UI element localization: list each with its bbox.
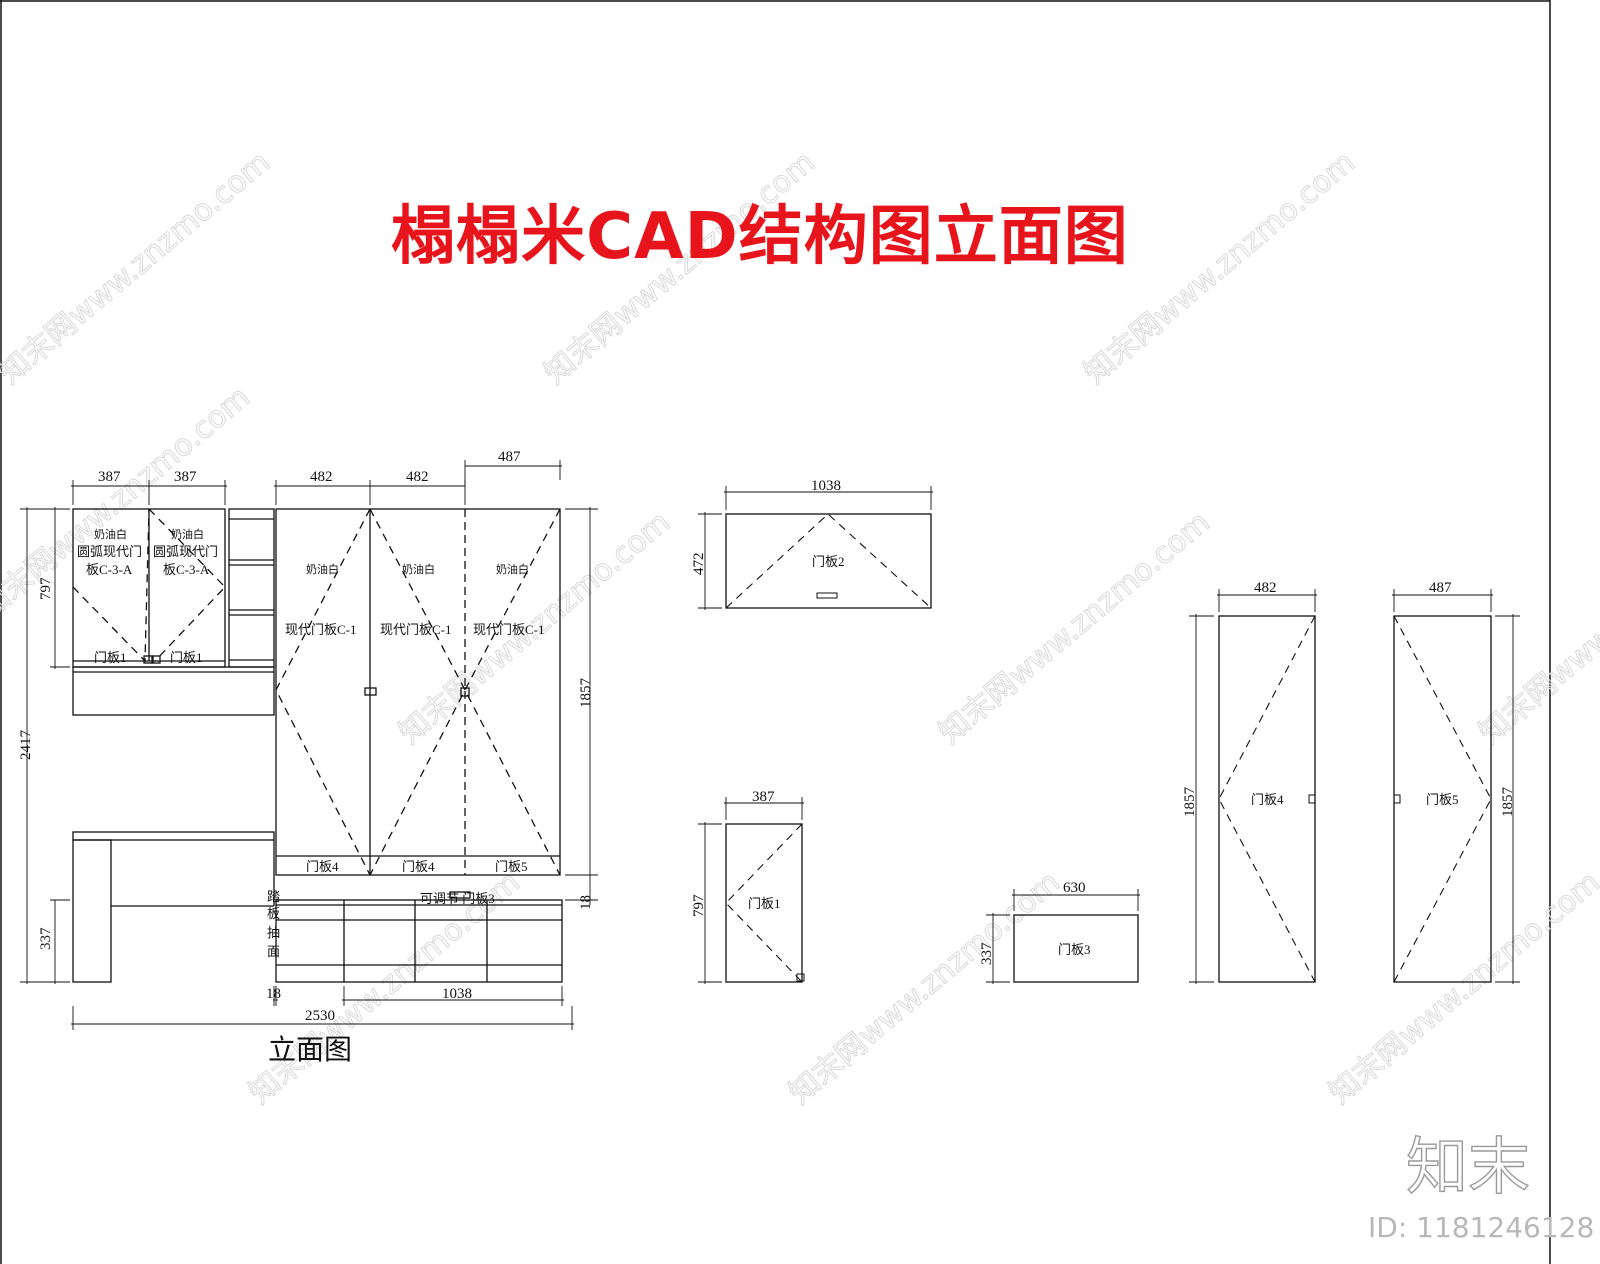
dim-upper-left-1: 387: [98, 469, 121, 485]
label-door-4b: 门板4: [402, 859, 435, 874]
door2-height: 472: [691, 553, 707, 576]
brand-logo: 知末: [1406, 1130, 1530, 1203]
label-door-4a: 门板4: [306, 859, 339, 874]
label-door-5: 门板5: [495, 859, 528, 874]
watermark-layer: 知末网www.znzmo.com 知末网www.znzmo.com 知末网www…: [0, 144, 1600, 1111]
dim-right-height: 1857: [578, 678, 594, 709]
main-dim-lines: [20, 460, 598, 1030]
label-arc-door-1b: 板C-3-A: [86, 562, 133, 577]
dim-total-height: 2417: [18, 730, 34, 761]
door4-width: 482: [1254, 580, 1277, 596]
door4-height: 1857: [1182, 787, 1198, 818]
door2-width: 1038: [811, 478, 841, 494]
label-side-3: 抽: [267, 925, 280, 940]
door3-label: 门板3: [1058, 942, 1091, 957]
label-color-2: 奶油白: [171, 527, 204, 541]
drawing-title: 榻榻米CAD结构图立面图: [391, 200, 1129, 274]
detail-door1: [698, 797, 805, 984]
label-door-b: 现代门板C-1: [380, 622, 452, 637]
dim-total-width: 2530: [305, 1008, 335, 1024]
door5-height: 1857: [1500, 787, 1516, 818]
door1-width: 387: [752, 789, 775, 805]
watermark-10: 知末网www.znzmo.com: [1323, 865, 1600, 1111]
main-elevation: [72, 508, 563, 983]
label-color-1: 奶油白: [94, 527, 127, 541]
watermark-6: 知末网www.znzmo.com: [933, 505, 1217, 751]
door1-label: 门板1: [748, 896, 781, 911]
label-side-1: 踏: [267, 889, 280, 904]
watermark-1: 知末网www.znzmo.com: [0, 145, 277, 391]
label-side-4: 面: [267, 944, 280, 959]
dim-right-gap: 18: [578, 895, 594, 910]
image-id: ID: 1181246128: [1368, 1211, 1594, 1244]
main-labels: 奶油白 奶油白 圆弧现代门 板C-3-A 圆弧现代门 板C-3-A 门板1 门板…: [77, 527, 545, 1066]
sheet-border: [0, 0, 1551, 1264]
label-arc-door-1a: 圆弧现代门: [77, 544, 142, 559]
door3-height: 337: [979, 942, 995, 965]
door1-height: 797: [691, 894, 707, 917]
detail-door2: [698, 486, 933, 610]
door3-width: 630: [1063, 880, 1086, 896]
main-dim-text: 387 387 482 482 487 797 2417 337 1857 18…: [18, 449, 594, 1024]
label-door-1b: 门板1: [170, 650, 203, 665]
detail-door4: [1189, 589, 1317, 984]
label-arc-door-2b: 板C-3-A: [163, 562, 210, 577]
dim-upper-left-2: 387: [174, 469, 197, 485]
dim-top-right: 487: [498, 449, 521, 465]
door2-label: 门板2: [812, 554, 845, 569]
door5-label: 门板5: [1426, 792, 1459, 807]
door5-width: 487: [1429, 580, 1452, 596]
dim-top-mid-2: 482: [406, 469, 429, 485]
label-color-4: 奶油白: [402, 562, 435, 576]
door4-label: 门板4: [1251, 792, 1284, 807]
dim-left-upper-height: 797: [38, 577, 54, 600]
dim-top-mid-1: 482: [310, 469, 333, 485]
label-door-1a: 门板1: [94, 650, 127, 665]
dim-left-lower-height: 337: [38, 927, 54, 950]
detail-door3: [986, 889, 1140, 984]
label-arc-door-2a: 圆弧现代门: [153, 544, 218, 559]
watermark-7: 知末网www.znzmo.com: [1473, 505, 1600, 751]
detail-door5: [1392, 589, 1520, 984]
dim-bottom-drawer: 1038: [442, 986, 472, 1002]
elevation-caption: 立面图: [268, 1034, 352, 1066]
label-color-5: 奶油白: [496, 562, 529, 576]
label-door-c: 现代门板C-1: [473, 622, 545, 637]
label-drawer: 可调节 门板3: [420, 891, 495, 906]
label-side-2: 板: [267, 906, 280, 921]
label-color-3: 奶油白: [306, 562, 339, 576]
dim-bottom-gap: 18: [266, 986, 281, 1002]
watermark-9: 知末网www.znzmo.com: [783, 865, 1067, 1111]
label-door-a: 现代门板C-1: [285, 622, 357, 637]
